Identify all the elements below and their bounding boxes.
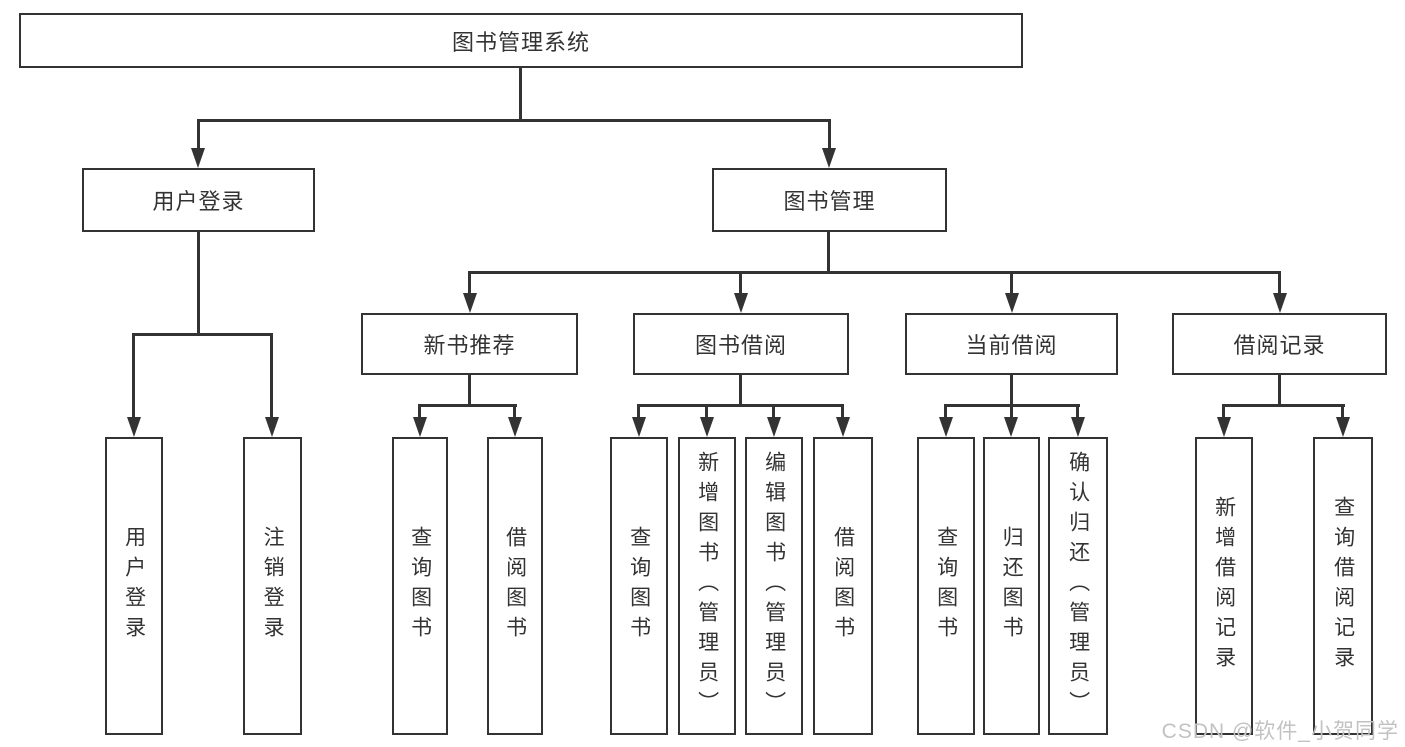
leaf-edit-book-admin: 编辑图书（管理员） — [745, 437, 803, 735]
connector-hline — [468, 271, 1281, 274]
node-root-label: 图书管理系统 — [451, 29, 590, 55]
leaf-return-book-label: 归还图书 — [1000, 526, 1024, 646]
connector-vline — [1278, 271, 1281, 295]
node-borrow-record: 借阅记录 — [1172, 313, 1387, 375]
arrow-down-icon — [265, 417, 279, 437]
connector-hline — [418, 404, 517, 407]
connector-vline — [519, 68, 522, 121]
leaf-recommend-borrow-book-label: 借阅图书 — [503, 526, 527, 646]
node-new-book-recommend: 新书推荐 — [361, 313, 578, 375]
connector-vline — [772, 404, 775, 419]
connector-vline — [1010, 271, 1013, 295]
connector-vline — [418, 404, 421, 419]
connector-hline — [1222, 404, 1345, 407]
leaf-borrow-query-book-label: 查询图书 — [627, 526, 651, 646]
arrow-down-icon — [1273, 293, 1287, 313]
node-book-borrow: 图书借阅 — [633, 313, 849, 375]
node-book-borrow-label: 图书借阅 — [694, 333, 787, 358]
node-current-borrow: 当前借阅 — [905, 313, 1118, 375]
connector-vline — [468, 375, 471, 406]
connector-hline — [637, 404, 844, 407]
watermark: CSDN @软件_小贺同学 — [1161, 720, 1399, 743]
connector-vline — [1076, 404, 1079, 419]
arrow-down-icon — [700, 417, 714, 437]
leaf-borrow-book: 借阅图书 — [813, 437, 873, 735]
leaf-logout-label: 注销登录 — [261, 526, 285, 646]
arrow-down-icon — [734, 293, 748, 313]
leaf-edit-book-admin-label: 编辑图书（管理员） — [762, 451, 786, 721]
arrow-down-icon — [767, 417, 781, 437]
connector-hline — [197, 119, 831, 122]
node-user-login: 用户登录 — [82, 168, 315, 232]
node-root: 图书管理系统 — [19, 13, 1023, 68]
arrow-down-icon — [939, 417, 953, 437]
arrow-down-icon — [1005, 293, 1019, 313]
leaf-confirm-return-admin-label: 确认归还（管理员） — [1066, 451, 1090, 721]
arrow-down-icon — [1004, 417, 1018, 437]
arrow-down-icon — [632, 417, 646, 437]
node-user-login-label: 用户登录 — [152, 189, 245, 214]
node-book-management: 图书管理 — [712, 168, 947, 232]
arrow-down-icon — [1071, 417, 1085, 437]
arrow-down-icon — [836, 417, 850, 437]
leaf-query-borrow-record: 查询借阅记录 — [1313, 437, 1373, 735]
connector-vline — [1010, 375, 1013, 406]
node-new-book-recommend-label: 新书推荐 — [423, 333, 516, 358]
leaf-recommend-borrow-book: 借阅图书 — [487, 437, 543, 735]
connector-vline — [270, 333, 273, 418]
connector-vline — [197, 119, 200, 150]
connector-vline — [827, 232, 830, 273]
leaf-logout: 注销登录 — [243, 437, 302, 735]
leaf-query-borrow-record-label: 查询借阅记录 — [1331, 496, 1355, 676]
leaf-recommend-query-book: 查询图书 — [392, 437, 448, 735]
leaf-borrow-book-label: 借阅图书 — [831, 526, 855, 646]
arrow-down-icon — [463, 293, 477, 313]
connector-vline — [468, 271, 471, 295]
connector-vline — [1010, 404, 1013, 419]
connector-vline — [841, 404, 844, 419]
node-book-management-label: 图书管理 — [783, 189, 876, 214]
leaf-add-borrow-record: 新增借阅记录 — [1195, 437, 1253, 735]
connector-vline — [132, 333, 135, 418]
leaf-borrow-query-book: 查询图书 — [610, 437, 668, 735]
connector-vline — [739, 271, 742, 295]
leaf-user-login-label: 用户登录 — [122, 526, 146, 646]
leaf-current-query-book: 查询图书 — [917, 437, 975, 735]
leaf-return-book: 归还图书 — [983, 437, 1040, 735]
connector-hline — [132, 333, 273, 336]
leaf-add-book-admin-label: 新增图书（管理员） — [695, 451, 719, 721]
leaf-recommend-query-book-label: 查询图书 — [408, 526, 432, 646]
leaf-confirm-return-admin: 确认归还（管理员） — [1048, 437, 1108, 735]
connector-vline — [828, 119, 831, 150]
connector-vline — [944, 404, 947, 419]
connector-vline — [1341, 404, 1344, 419]
connector-vline — [1222, 404, 1225, 419]
node-borrow-record-label: 借阅记录 — [1233, 333, 1326, 358]
connector-vline — [739, 375, 742, 406]
arrow-down-icon — [191, 148, 205, 168]
arrow-down-icon — [1336, 417, 1350, 437]
leaf-add-book-admin: 新增图书（管理员） — [678, 437, 736, 735]
arrow-down-icon — [127, 417, 141, 437]
arrow-down-icon — [413, 417, 427, 437]
arrow-down-icon — [822, 148, 836, 168]
connector-vline — [513, 404, 516, 419]
connector-vline — [705, 404, 708, 419]
connector-vline — [637, 404, 640, 419]
connector-vline — [197, 232, 200, 335]
leaf-user-login: 用户登录 — [105, 437, 163, 735]
leaf-current-query-book-label: 查询图书 — [934, 526, 958, 646]
node-current-borrow-label: 当前借阅 — [965, 333, 1058, 358]
arrow-down-icon — [508, 417, 522, 437]
connector-vline — [1278, 375, 1281, 406]
leaf-add-borrow-record-label: 新增借阅记录 — [1212, 496, 1236, 676]
arrow-down-icon — [1217, 417, 1231, 437]
